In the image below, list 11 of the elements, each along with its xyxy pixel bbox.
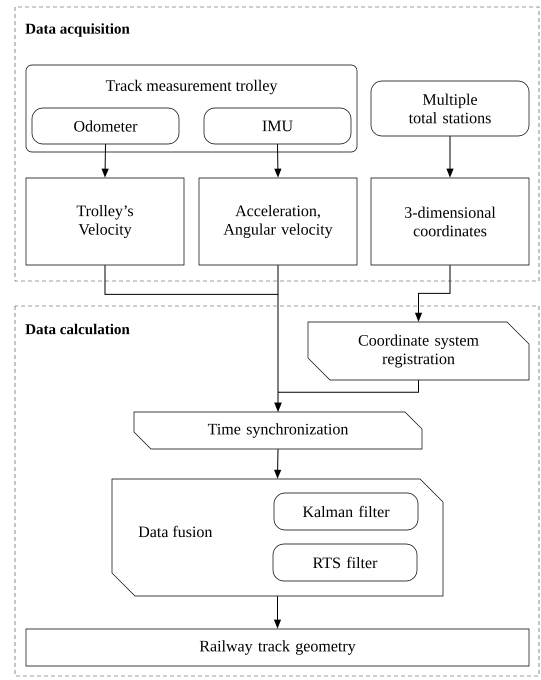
- process-box: Trolley’s Velocity: [26, 178, 184, 266]
- process-box: Railway track geometry: [26, 628, 530, 666]
- process-box: Coordinate system registration: [308, 322, 530, 380]
- process-box: 3-dimensional coordinates: [370, 178, 530, 266]
- process-box: Time synchronization: [134, 412, 422, 450]
- rounded-box: Odometer: [32, 108, 180, 144]
- rounded-box: IMU: [204, 108, 352, 144]
- rounded-box: Kalman filter: [274, 492, 418, 530]
- process-box: Acceleration, Angular velocity: [198, 178, 358, 266]
- rounded-box: Multiple total stations: [370, 80, 530, 136]
- rounded-box: RTS filter: [272, 544, 418, 582]
